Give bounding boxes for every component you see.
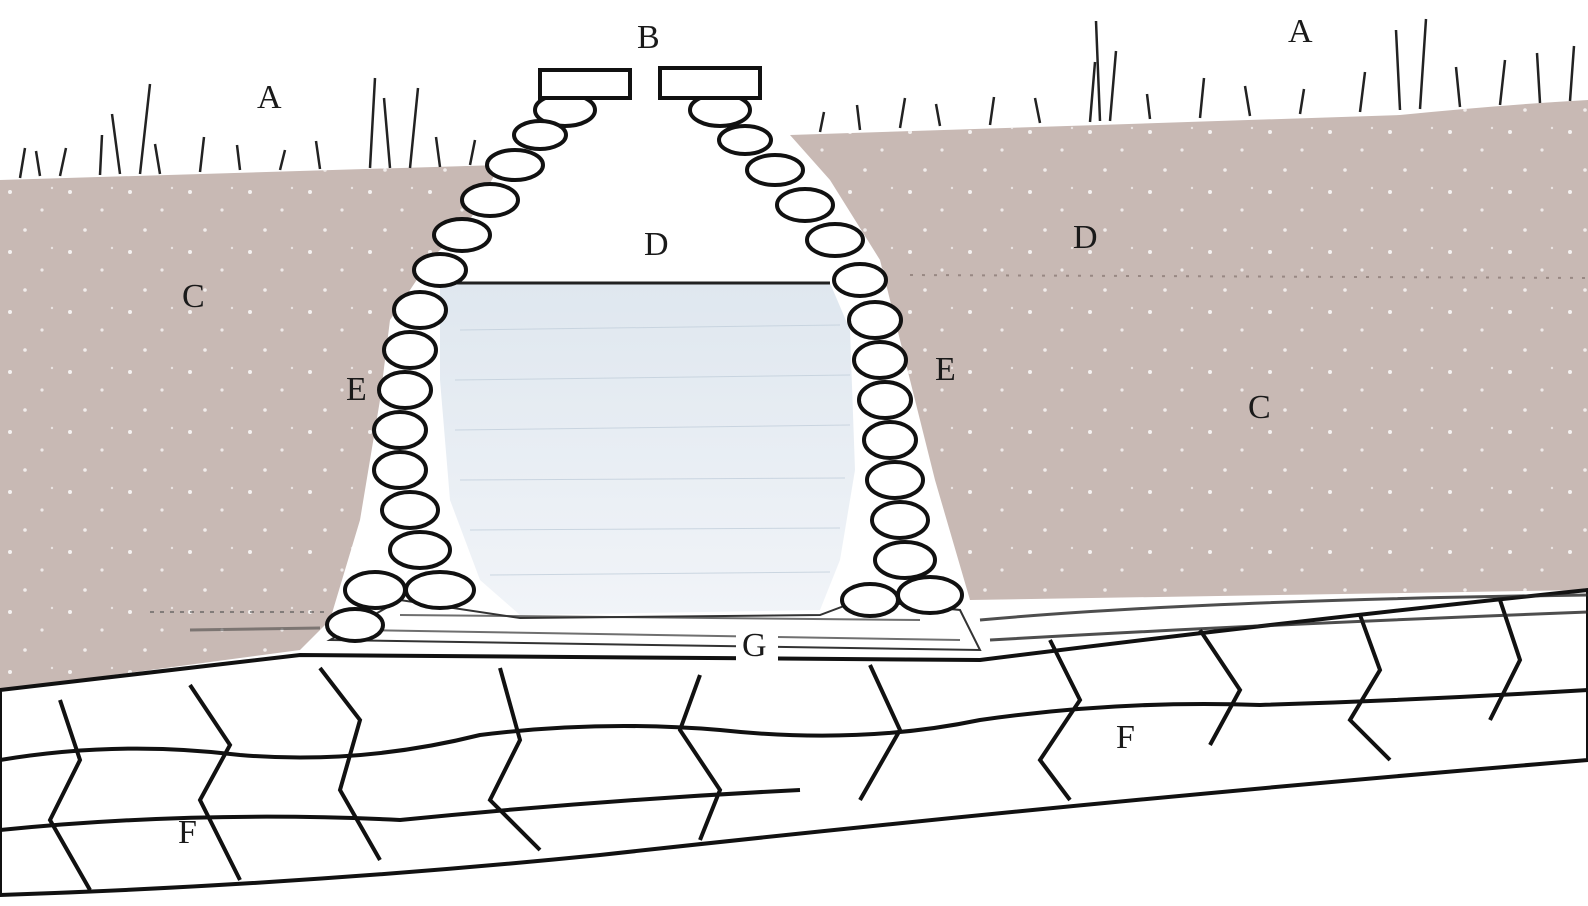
label-c-left: C: [182, 278, 205, 315]
label-b: B: [637, 19, 660, 56]
label-f-right: F: [1116, 719, 1135, 756]
label-c-right: C: [1248, 389, 1271, 426]
label-g: G: [742, 627, 767, 664]
label-d-cistern: D: [644, 226, 669, 263]
label-e-left: E: [346, 371, 367, 408]
label-d-soil: D: [1073, 219, 1098, 256]
cap-stones: [540, 68, 760, 98]
label-f-left: F: [178, 814, 197, 851]
label-a-left: A: [257, 79, 282, 116]
label-a-right: A: [1288, 13, 1313, 50]
water-body: [440, 283, 855, 615]
label-e-right: E: [935, 351, 956, 388]
